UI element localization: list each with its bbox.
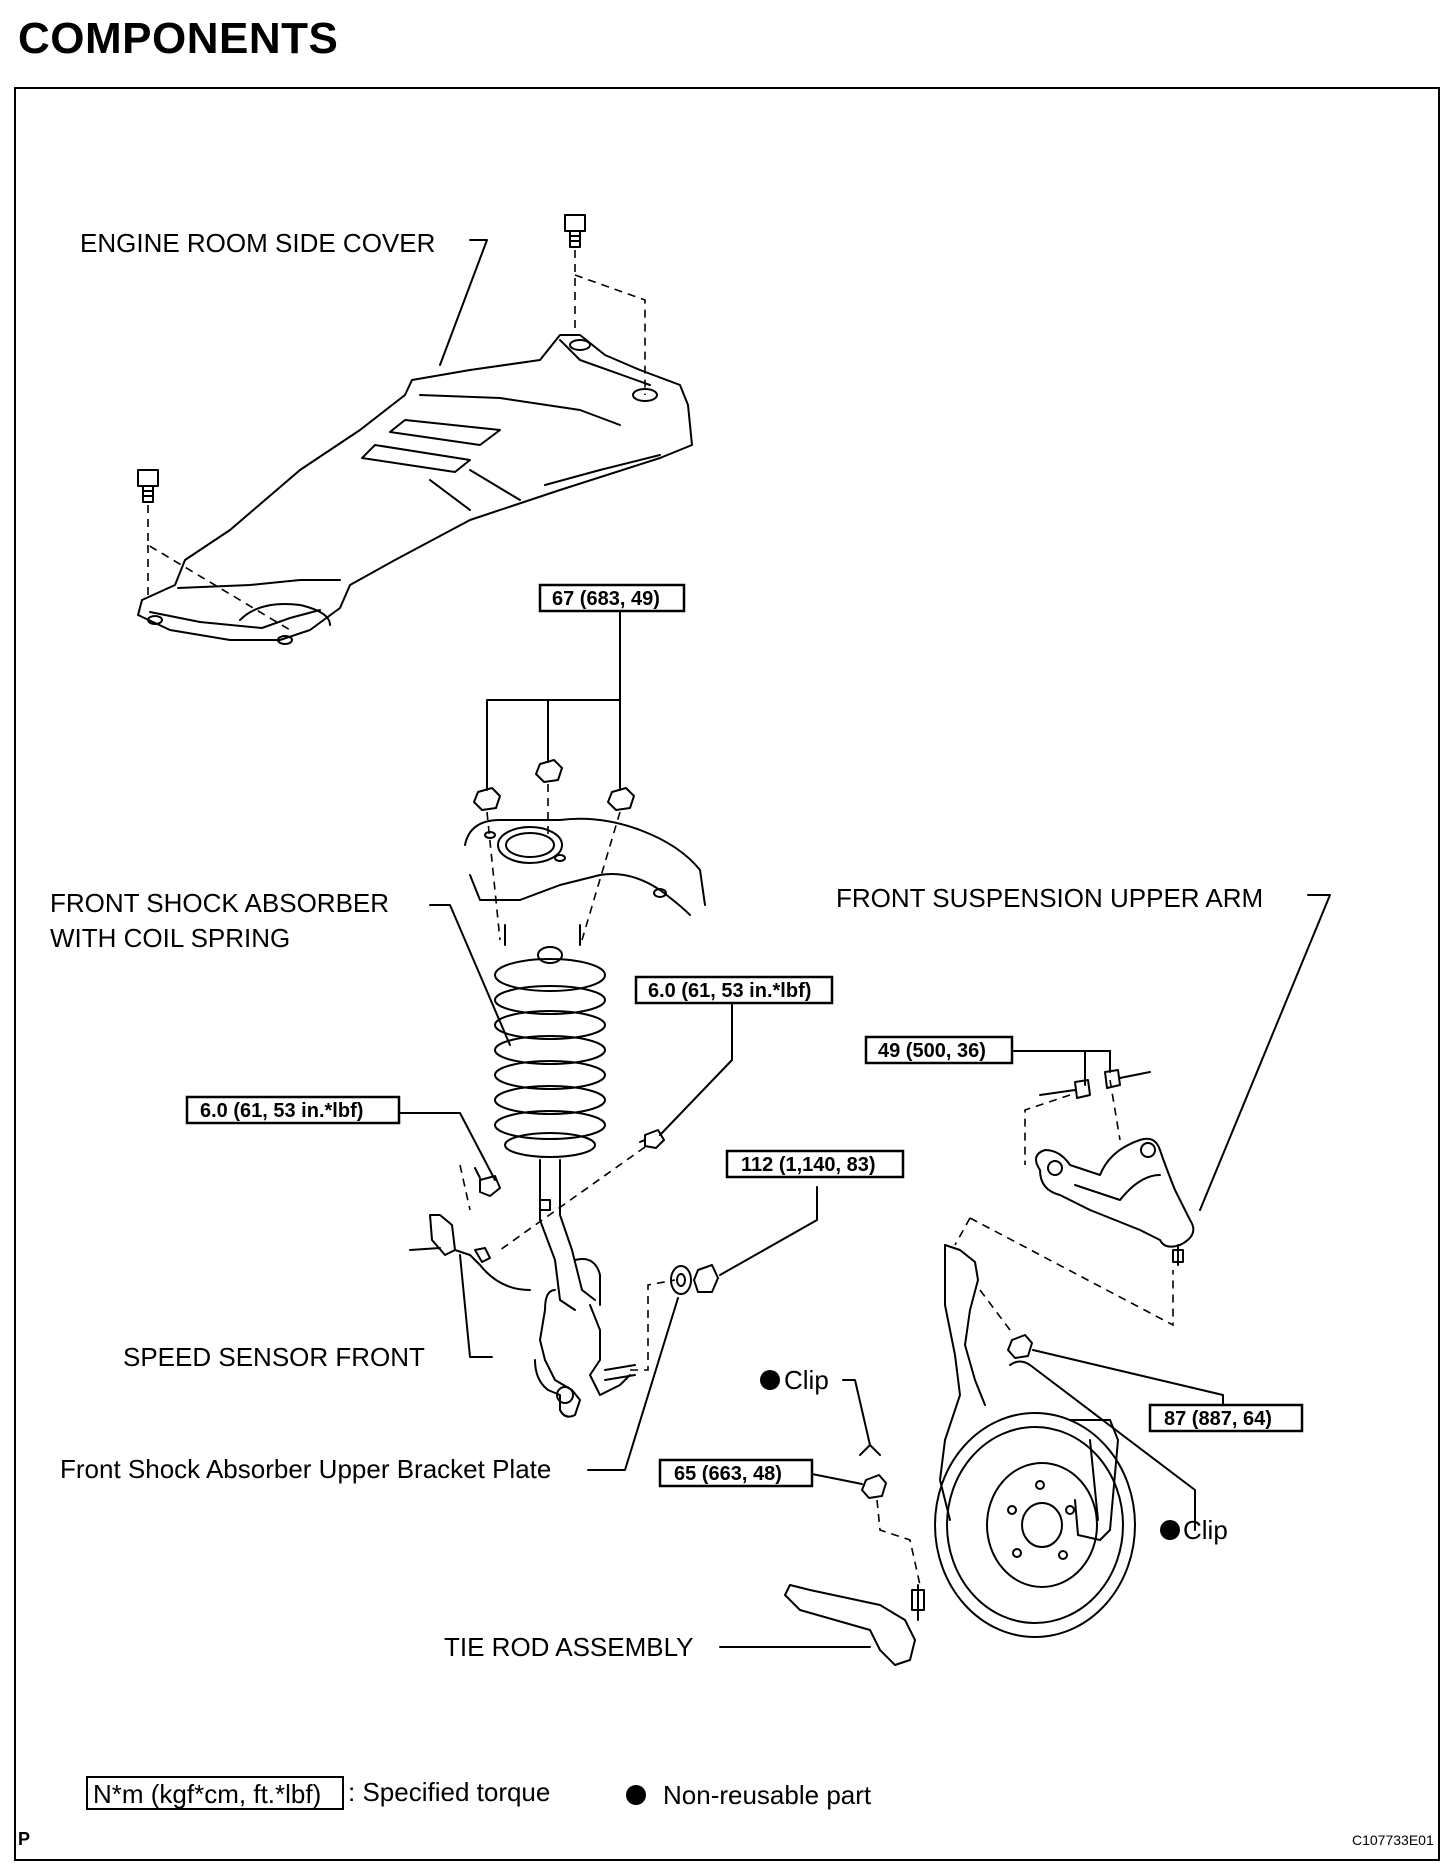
lower-bolt-nut-icon (693, 1264, 719, 1293)
label-engine-room-side-cover: ENGINE ROOM SIDE COVER (80, 228, 435, 258)
page-title: COMPONENTS (18, 14, 339, 63)
torque-lower-bolt: 112 (1,140, 83) (741, 1154, 876, 1176)
leader-clip-right (1029, 1364, 1196, 1531)
tie-rod-nut-icon (861, 1474, 887, 1499)
cover-bolt-left-icon (137, 469, 159, 503)
tie-rod-clip-icon (859, 1444, 881, 1456)
leader-upper-arm (1199, 894, 1331, 1211)
torque-sensor-bolt: 6.0 (61, 53 in.*lbf) (200, 1100, 363, 1122)
torque-upper-nuts: 67 (683, 49) (552, 588, 660, 610)
upper-arm-bolt-right-icon (1104, 1069, 1151, 1089)
engine-room-side-cover-drawing (137, 334, 693, 645)
shock-absorber-drawing (494, 924, 636, 1418)
tie-rod-drawing (784, 1584, 925, 1666)
label-front-shock-absorber-2: WITH COIL SPRING (50, 923, 290, 953)
leader-shock-absorber (429, 904, 511, 1046)
sensor-clamp-bolt-icon (639, 1129, 665, 1149)
page-mark: P (18, 1829, 30, 1849)
upper-nut-middle-icon (535, 759, 563, 783)
cover-bolt-top-icon (564, 214, 586, 248)
label-tie-rod-assembly: TIE ROD ASSEMBLY (444, 1632, 693, 1662)
leader-sensor-clamp (659, 1002, 733, 1136)
label-speed-sensor-front: SPEED SENSOR FRONT (123, 1342, 425, 1372)
strut-tower-drawing (464, 817, 706, 916)
figure-code: C107733E01 (1352, 1832, 1434, 1848)
ball-joint-nut-icon (1007, 1334, 1033, 1359)
label-clip-left: Clip (784, 1365, 829, 1395)
leader-sensor-bolt (399, 1112, 496, 1181)
ball-joint-clip-icon (1009, 1360, 1031, 1366)
leader-upper-nuts (486, 609, 621, 791)
legend-torque-unit: N*m (kgf*cm, ft.*lbf) (93, 1779, 321, 1809)
legend-nonreusable-dot-icon (626, 1785, 646, 1805)
torque-ball-joint-nut: 87 (887, 64) (1164, 1408, 1272, 1430)
leader-lower-bolt (719, 1186, 818, 1276)
leader-engine-cover (439, 239, 488, 366)
leader-bracket-plate (587, 1297, 679, 1471)
nonreusable-dot-icon (1160, 1520, 1180, 1540)
label-clip-right: Clip (1183, 1515, 1228, 1545)
upper-arm-bolt-left-icon (1039, 1079, 1091, 1099)
legend-torque-desc: : Specified torque (348, 1777, 550, 1807)
label-front-shock-absorber-1: FRONT SHOCK ABSORBER (50, 888, 389, 918)
leader-clip-left (842, 1379, 871, 1446)
torque-sensor-clamp: 6.0 (61, 53 in.*lbf) (648, 980, 811, 1002)
diagram-frame (14, 87, 1440, 1861)
speed-sensor-drawing (409, 1214, 531, 1291)
leader-tie-rod-nut (811, 1473, 863, 1485)
knuckle-and-disc-drawing (934, 1244, 1136, 1638)
torque-upper-arm-bolts: 49 (500, 36) (878, 1040, 986, 1062)
sensor-bolt-icon (474, 1167, 501, 1197)
leader-upper-arm-bolts (1011, 1050, 1086, 1086)
label-upper-bracket-plate: Front Shock Absorber Upper Bracket Plate (60, 1454, 551, 1484)
legend-nonreusable: Non-reusable part (663, 1780, 872, 1810)
upper-nut-left-icon (473, 787, 501, 811)
upper-arm-drawing (1035, 1137, 1195, 1266)
nonreusable-dot-icon (760, 1370, 780, 1390)
torque-tie-rod-nut: 65 (663, 48) (674, 1463, 782, 1485)
leader-speed-sensor (459, 1254, 493, 1358)
legend-torque-box (86, 1776, 344, 1810)
upper-nut-right-icon (607, 787, 635, 811)
label-front-suspension-upper-arm: FRONT SUSPENSION UPPER ARM (836, 883, 1263, 913)
